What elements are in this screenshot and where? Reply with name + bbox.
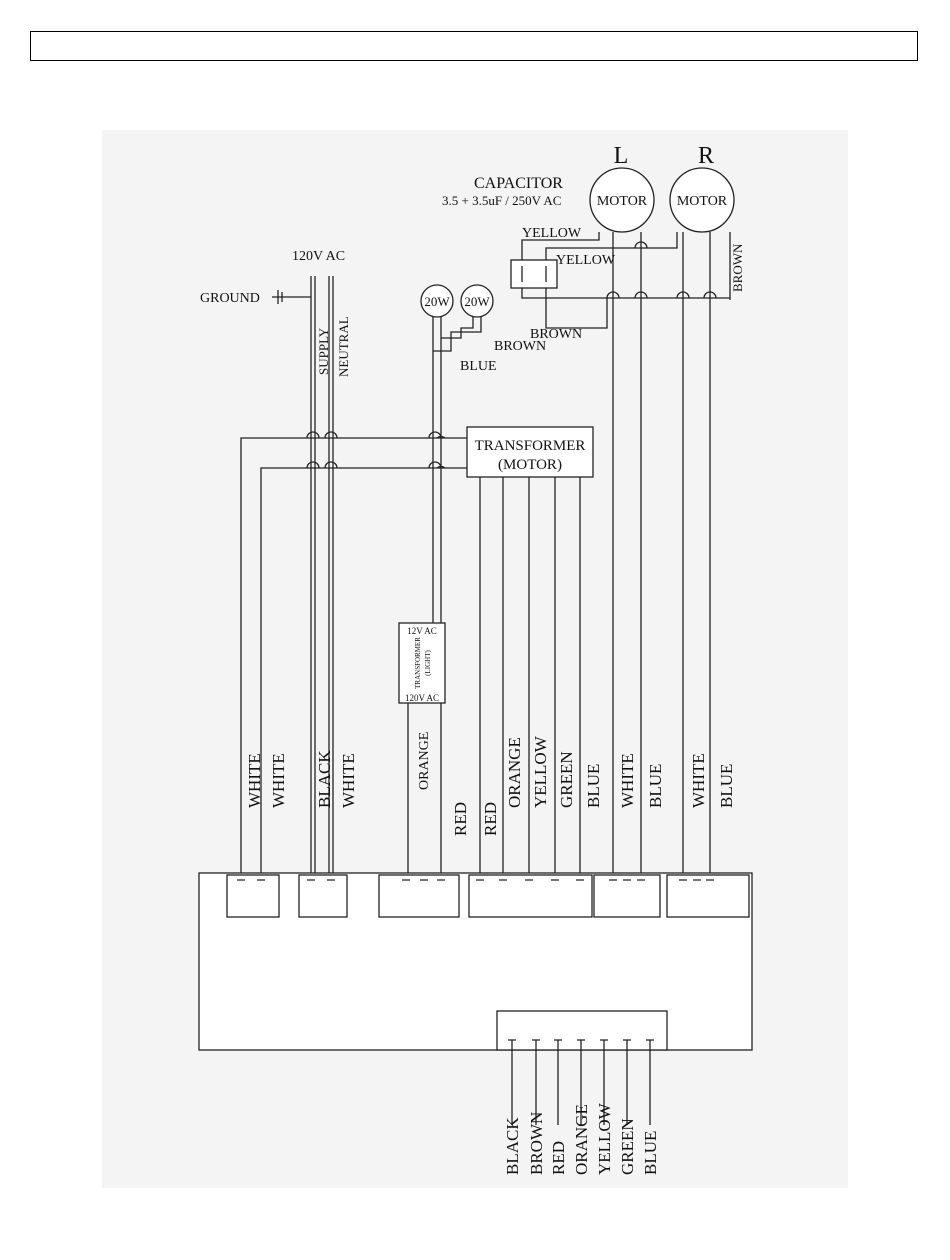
wire-label: WHITE xyxy=(245,753,264,808)
motor-right-label: MOTOR xyxy=(677,194,728,209)
bottom-wires xyxy=(511,1040,651,1125)
blue-lamp-label: BLUE xyxy=(460,359,497,374)
transformer-light-name: TRANSFORMER xyxy=(414,637,422,689)
brown-motor-label: BROWN xyxy=(730,243,745,292)
wire-label: RED xyxy=(481,802,500,836)
wiring-diagram-panel: 120V AC GROUND SUPPLY NEUTRAL 20W 20W BR… xyxy=(102,130,848,1188)
bottom-wire-labels: BLACK BROWN RED ORANGE YELLOW GREEN BLUE xyxy=(503,1102,660,1175)
bottom-wire-label: YELLOW xyxy=(595,1102,614,1175)
wire-label: RED xyxy=(451,802,470,836)
bottom-wire-label: RED xyxy=(549,1141,568,1175)
transformer-light-sub: (LIGHT) xyxy=(424,650,432,676)
capacitor-title: CAPACITOR xyxy=(474,175,563,192)
neutral-label: NEUTRAL xyxy=(336,316,351,377)
capacitor xyxy=(510,259,558,289)
connector-bottom xyxy=(496,1010,668,1051)
transformer-motor-subtitle: (MOTOR) xyxy=(498,457,562,473)
transformer-light-output-wires xyxy=(407,703,442,875)
wire-label: WHITE xyxy=(269,753,288,808)
bottom-wire-label: BLACK xyxy=(503,1117,522,1175)
wire-label: WHITE xyxy=(689,753,708,808)
transformer-light: 12V AC TRANSFORMER (LIGHT) 120V AC xyxy=(398,622,446,704)
connector-6 xyxy=(666,874,750,918)
wire-label: YELLOW xyxy=(531,735,550,808)
supply-lines xyxy=(310,276,334,875)
wire-label: ORANGE xyxy=(417,732,432,790)
motor-right-letter: R xyxy=(698,143,714,169)
wire-label: BLUE xyxy=(646,764,665,808)
motor-left: MOTOR xyxy=(589,167,655,233)
wire-label: WHITE xyxy=(618,753,637,808)
connector-3 xyxy=(378,874,460,918)
supply-label: SUPPLY xyxy=(316,327,331,375)
transformer-light-bottom: 120V AC xyxy=(405,693,439,703)
lamp-2-label: 20W xyxy=(464,294,490,309)
wiring-diagram: 120V AC GROUND SUPPLY NEUTRAL 20W 20W BR… xyxy=(198,143,753,1175)
control-board xyxy=(198,872,753,1125)
motor-left-letter: L xyxy=(614,143,629,169)
lamp-wiring xyxy=(432,317,482,625)
motor-wiring xyxy=(521,232,731,875)
supply-voltage-label: 120V AC xyxy=(292,249,345,264)
board-wire-labels: WHITE WHITE BLACK WHITE ORANGE RED RED O… xyxy=(245,732,736,836)
ground-symbol: GROUND xyxy=(200,290,311,306)
bottom-wire-label: BROWN xyxy=(527,1112,546,1175)
transformer-motor-title: TRANSFORMER xyxy=(475,438,586,454)
wire-label: WHITE xyxy=(339,753,358,808)
connector-1 xyxy=(226,874,280,918)
wire-label: BLUE xyxy=(717,764,736,808)
motor-left-label: MOTOR xyxy=(597,194,648,209)
bottom-wire-label: BLUE xyxy=(641,1131,660,1175)
motor-right: MOTOR xyxy=(669,167,735,233)
brown-capacitor-label: BROWN xyxy=(530,327,582,342)
lamp-2: 20W xyxy=(460,284,494,318)
transformer-motor-output-wires xyxy=(479,477,581,875)
wire-label: GREEN xyxy=(557,751,576,808)
transformer-motor: TRANSFORMER (MOTOR) xyxy=(466,426,594,478)
header-box xyxy=(30,31,918,61)
wire-label: BLACK xyxy=(315,750,334,808)
bottom-wire-label: GREEN xyxy=(618,1118,637,1175)
capacitor-rating: 3.5 + 3.5uF / 250V AC xyxy=(442,193,561,208)
transformer-light-top: 12V AC xyxy=(407,626,437,636)
ground-label: GROUND xyxy=(200,291,260,306)
connector-4 xyxy=(468,874,593,918)
yellow-label-2: YELLOW xyxy=(556,253,616,268)
connector-2 xyxy=(298,874,348,918)
lamp-1-label: 20W xyxy=(424,294,450,309)
wire-label: ORANGE xyxy=(505,737,524,808)
yellow-label-1: YELLOW xyxy=(522,226,582,241)
wire-label: BLUE xyxy=(584,764,603,808)
connector-5 xyxy=(593,874,661,918)
bottom-wire-label: ORANGE xyxy=(572,1104,591,1175)
brown-lamp-label: BROWN xyxy=(494,339,546,354)
transformer-feed-wires xyxy=(240,431,467,875)
lamp-1: 20W xyxy=(420,284,454,318)
